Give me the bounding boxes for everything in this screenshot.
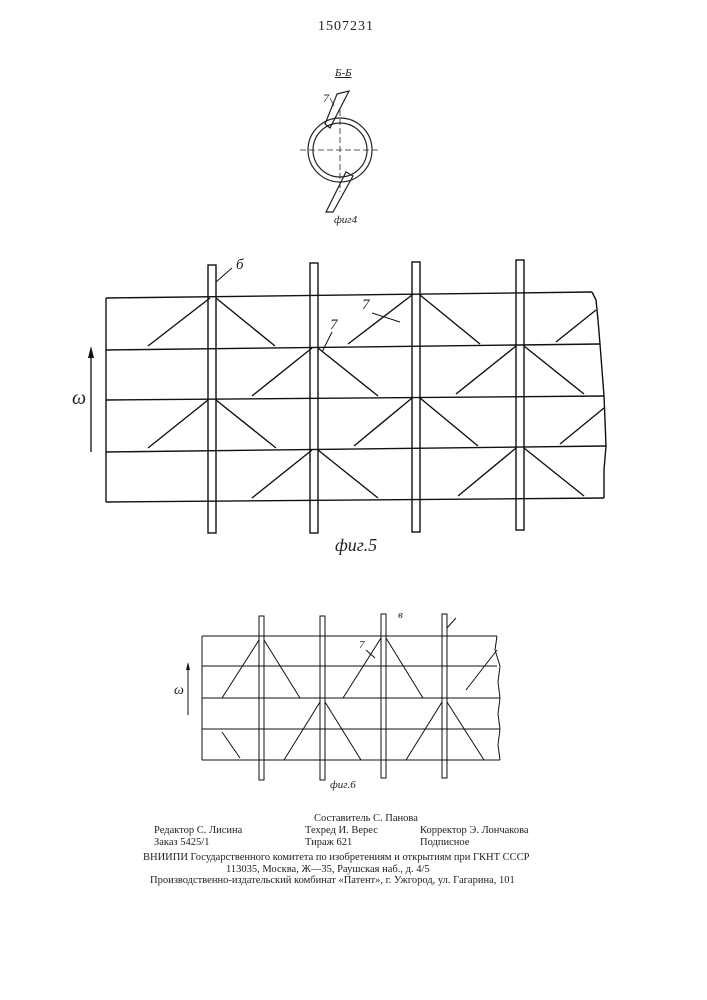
figure4-drawing [300, 91, 380, 212]
fig5-row-line [106, 498, 604, 502]
fig5-tube-4 [516, 260, 524, 530]
footer-publisher: Производственно-издательский комбинат «П… [150, 876, 515, 887]
footer-techred: Техред И. Верес [305, 826, 378, 837]
fin-upper [325, 91, 349, 128]
fig5-callout-7a: 7 [362, 298, 370, 313]
footer-circulation: Тираж 621 [305, 838, 352, 849]
footer-vniipi: ВНИИПИ Государственного комитета по изоб… [143, 853, 530, 864]
fig6-axis-label: ω [174, 684, 184, 698]
figure5-drawing [88, 260, 606, 533]
fig5-row-line [106, 292, 592, 298]
footer-order: Заказ 5425/1 [154, 838, 209, 849]
fig6-tube-4 [442, 614, 447, 778]
fig5-callout-7b: 7 [330, 318, 338, 333]
fig5-break-edge [592, 292, 606, 498]
fig6-caption: фиг.6 [330, 780, 356, 791]
fig6-callout-b: в [398, 610, 403, 621]
fig5-callout-b: б [236, 258, 244, 273]
figure6-drawing [186, 614, 500, 780]
fig6-tube-3 [381, 614, 386, 778]
footer-subscription: Подписное [420, 838, 469, 849]
fig5-caption: фиг.5 [335, 536, 377, 554]
footer-address: 113035, Москва, Ж—35, Раушская наб., д. … [226, 865, 430, 876]
fig5-axis-label: ω [72, 388, 86, 408]
footer-editor: Редактор С. Лисина [154, 826, 242, 837]
fig5-row-line [106, 396, 604, 400]
fig6-callout-7: 7 [359, 640, 365, 651]
footer-corrector: Корректор Э. Лончакова [420, 826, 529, 837]
fin-lower [326, 172, 353, 212]
footer-compiler: Составитель С. Панова [314, 814, 418, 825]
fig5-row-line [106, 446, 606, 452]
